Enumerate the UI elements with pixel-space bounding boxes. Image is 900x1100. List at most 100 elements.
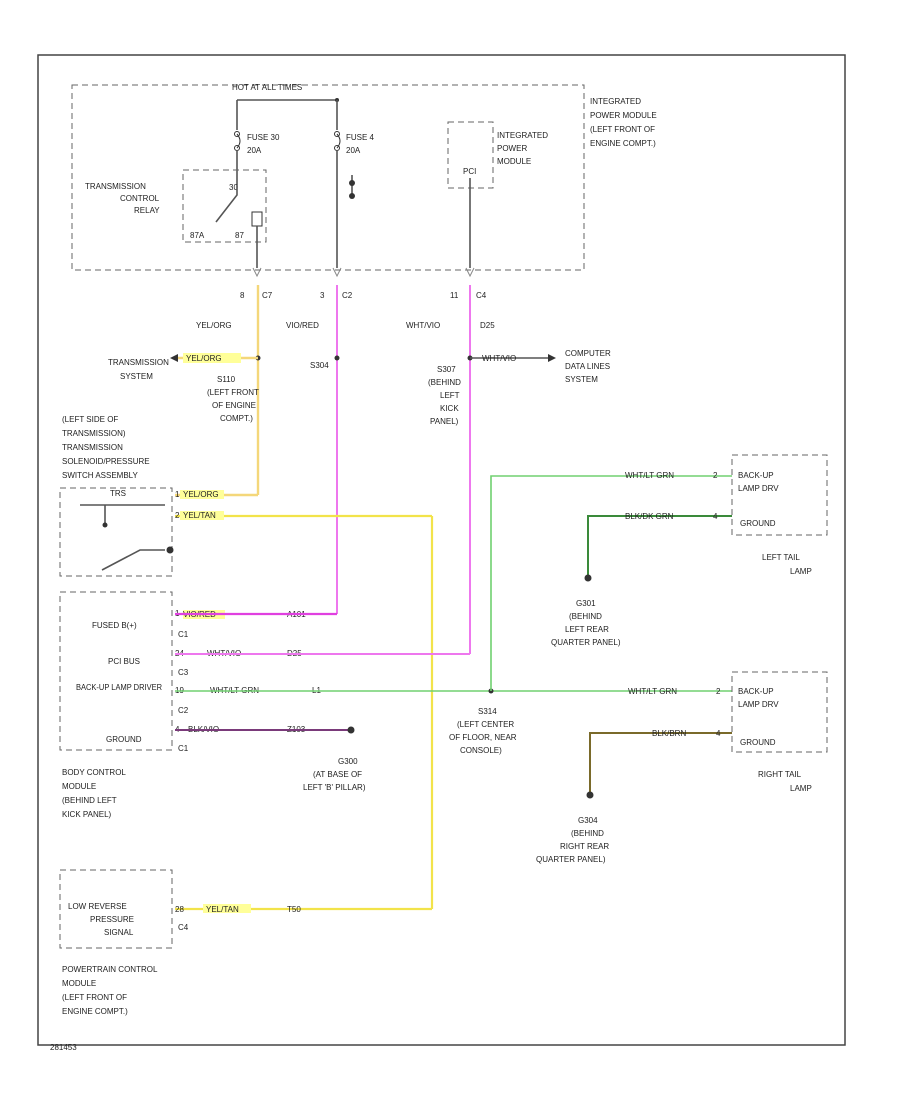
pcm-box: [59, 869, 173, 949]
svg-text:GROUND: GROUND: [106, 735, 142, 744]
g304-label: G304 (BEHIND RIGHT REAR QUARTER PANEL): [536, 816, 609, 864]
wire-b-label: VIO/RED: [286, 321, 319, 330]
svg-text:C4: C4: [476, 291, 487, 300]
svg-text:COMPT.): COMPT.): [220, 414, 253, 423]
left-tail-lamp-box: [731, 454, 828, 536]
svg-text:(BEHIND LEFT: (BEHIND LEFT: [62, 796, 117, 805]
g304-ground: [586, 791, 594, 799]
svg-text:PRESSURE: PRESSURE: [90, 915, 134, 924]
solenoid-title: (LEFT SIDE OF TRANSMISSION) TRANSMISSION…: [62, 415, 150, 480]
svg-text:C2: C2: [342, 291, 353, 300]
svg-text:(BEHIND: (BEHIND: [571, 829, 604, 838]
bcm-row-backup: BACK-UP LAMP DRIVER 19 C2 WHT/LT GRN L1: [76, 683, 321, 715]
svg-text:(BEHIND: (BEHIND: [428, 378, 461, 387]
svg-text:LAMP: LAMP: [790, 567, 812, 576]
svg-text:KICK PANEL): KICK PANEL): [62, 810, 112, 819]
pcm-name: LOW REVERSE PRESSURE SIGNAL: [68, 902, 134, 937]
left-tail-pin2: 2: [713, 471, 718, 480]
footer-code: 281453: [50, 1043, 77, 1052]
relay-pin-87a: 87A: [190, 231, 205, 240]
svg-text:ENGINE COMPT.): ENGINE COMPT.): [62, 1007, 128, 1016]
svg-text:SOLENOID/PRESSURE: SOLENOID/PRESSURE: [62, 457, 150, 466]
solenoid-pin1-wire: YEL/ORG: [183, 490, 219, 499]
svg-text:(LEFT FRONT OF: (LEFT FRONT OF: [62, 993, 127, 1002]
splice-s110-label: S110 (LEFT FRONT OF ENGINE COMPT.): [207, 375, 259, 423]
svg-text:QUARTER PANEL): QUARTER PANEL): [536, 855, 606, 864]
right-tail-backup-label: BACK-UP: [738, 687, 774, 696]
relay-pin-30: 30: [229, 183, 238, 192]
svg-text:RIGHT REAR: RIGHT REAR: [560, 842, 609, 851]
svg-text:S307: S307: [437, 365, 456, 374]
svg-text:C7: C7: [262, 291, 273, 300]
cds-arrow: [548, 354, 556, 362]
svg-text:SYSTEM: SYSTEM: [120, 372, 153, 381]
svg-text:LEFT 'B' PILLAR): LEFT 'B' PILLAR): [303, 783, 366, 792]
fuse-30: FUSE 30 20A: [234, 131, 280, 155]
svg-text:C1: C1: [178, 744, 189, 753]
relay-pin-87: 87: [235, 231, 244, 240]
left-tail-backup-label2: LAMP DRV: [738, 484, 779, 493]
svg-text:G301: G301: [576, 599, 596, 608]
svg-text:QUARTER PANEL): QUARTER PANEL): [551, 638, 621, 647]
svg-text:COMPUTER: COMPUTER: [565, 349, 611, 358]
right-tail-pin2-wire: WHT/LT GRN: [628, 687, 677, 696]
svg-text:MODULE: MODULE: [62, 782, 96, 791]
left-tail-ground-label: GROUND: [740, 519, 776, 528]
pci-label: PCI: [463, 167, 476, 176]
solenoid-pin2-wire: YEL/TAN: [183, 511, 216, 520]
svg-text:(LEFT SIDE OF: (LEFT SIDE OF: [62, 415, 118, 424]
svg-text:3: 3: [320, 291, 325, 300]
diagram-frame: [37, 54, 846, 1046]
left-tail-backup-label: BACK-UP: [738, 471, 774, 480]
svg-text:SIGNAL: SIGNAL: [104, 928, 134, 937]
svg-text:RELAY: RELAY: [134, 206, 160, 215]
svg-text:(LEFT FRONT OF: (LEFT FRONT OF: [590, 125, 655, 134]
svg-text:LEFT TAIL: LEFT TAIL: [762, 553, 800, 562]
svg-text:LEFT REAR: LEFT REAR: [565, 625, 609, 634]
ipm-dashed-box: [71, 84, 585, 271]
solenoid-pin2: 2: [175, 511, 180, 520]
svg-text:SYSTEM: SYSTEM: [565, 375, 598, 384]
svg-text:RIGHT TAIL: RIGHT TAIL: [758, 770, 802, 779]
right-tail-pin4: 4: [716, 729, 721, 738]
svg-text:11: 11: [450, 291, 459, 300]
wire-c-label: WHT/VIO: [406, 321, 440, 330]
ipm-output-pins: 8 C7 3 C2 11 C4: [240, 267, 487, 300]
svg-text:BODY CONTROL: BODY CONTROL: [62, 768, 126, 777]
svg-text:20A: 20A: [247, 146, 262, 155]
svg-text:20A: 20A: [346, 146, 361, 155]
svg-text:KICK: KICK: [440, 404, 459, 413]
g300-ground: [347, 726, 355, 734]
svg-text:C1: C1: [178, 630, 189, 639]
svg-text:ENGINE COMPT.): ENGINE COMPT.): [590, 139, 656, 148]
svg-text:INTEGRATED: INTEGRATED: [590, 97, 641, 106]
ipm-module-label: INTEGRATED POWER MODULE: [497, 131, 548, 166]
left-tail-pin2-wire: WHT/LT GRN: [625, 471, 674, 480]
splice-s307-label: S307 (BEHIND LEFT KICK PANEL): [428, 365, 461, 426]
svg-text:FUSE 4: FUSE 4: [346, 133, 375, 142]
solenoid-box: [59, 487, 173, 577]
cds-wire-label: WHT/VIO: [482, 354, 516, 363]
svg-text:FUSE 30: FUSE 30: [247, 133, 280, 142]
svg-text:8: 8: [240, 291, 245, 300]
svg-text:(AT BASE OF: (AT BASE OF: [313, 770, 362, 779]
bcm-box: [59, 591, 173, 751]
right-tail-pin4-wire: BLK/BRN: [652, 729, 686, 738]
wire-c-circuit: D25: [480, 321, 495, 330]
trans-system-label: TRANSMISSION SYSTEM: [108, 358, 169, 381]
svg-text:CONTROL: CONTROL: [120, 194, 160, 203]
right-tail-lamp-box: [731, 671, 828, 753]
right-tail-backup-label2: LAMP DRV: [738, 700, 779, 709]
ipm-title: INTEGRATED POWER MODULE (LEFT FRONT OF E…: [590, 97, 657, 148]
right-tail-ground-label: GROUND: [740, 738, 776, 747]
svg-text:MODULE: MODULE: [497, 157, 531, 166]
svg-text:(LEFT FRONT: (LEFT FRONT: [207, 388, 259, 397]
svg-text:(LEFT CENTER: (LEFT CENTER: [457, 720, 514, 729]
svg-text:PCI BUS: PCI BUS: [108, 657, 140, 666]
svg-text:FUSED B(+): FUSED B(+): [92, 621, 137, 630]
trs-label: TRS: [110, 489, 126, 498]
svg-text:OF ENGINE: OF ENGINE: [212, 401, 256, 410]
svg-text:MODULE: MODULE: [62, 979, 96, 988]
svg-text:SWITCH ASSEMBLY: SWITCH ASSEMBLY: [62, 471, 139, 480]
trans-wire-label: YEL/ORG: [186, 354, 222, 363]
